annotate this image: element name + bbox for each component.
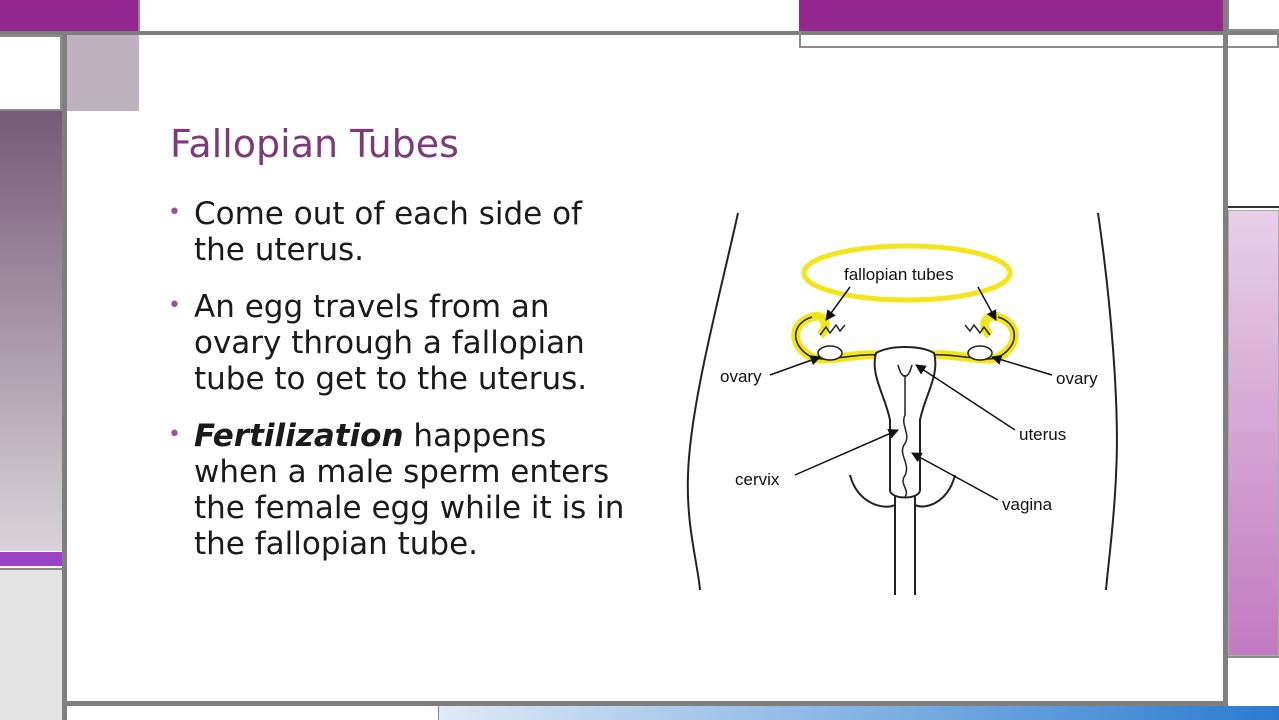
- label-cervix: cervix: [735, 470, 780, 489]
- bullet-list: • Come out of each side of the uterus. • A…: [168, 196, 638, 583]
- slide-title: Fallopian Tubes: [170, 122, 459, 166]
- frame-left-gray-bottom: [0, 568, 62, 720]
- bullet-item: • Come out of each side of the uterus.: [168, 196, 638, 268]
- frame-left-outline-box: [0, 35, 62, 111]
- label-fallopian-tubes: fallopian tubes: [844, 265, 954, 284]
- label-ovary-right: ovary: [1056, 369, 1098, 388]
- frame-bottom-line: [62, 701, 1228, 706]
- frame-top-line: [0, 31, 1279, 35]
- body-outline-left: [686, 212, 739, 591]
- bullet-text: happens when a male sperm enters the fem…: [194, 418, 625, 562]
- frame-left-vertical-line: [62, 35, 67, 720]
- left-ovary: [817, 345, 843, 361]
- bullet-dot: •: [168, 200, 181, 225]
- left-fimbriae: [819, 323, 846, 336]
- vaginal-canal: [894, 495, 916, 595]
- frame-right-bottom-box: [1228, 656, 1279, 720]
- label-ovary-left: ovary: [720, 367, 762, 386]
- frame-top-right-purple: [799, 0, 1223, 31]
- frame-right-gradient-bar: [1228, 210, 1279, 656]
- uterine-cavity: [897, 364, 913, 498]
- right-fimbriae: [964, 323, 991, 336]
- bullet-emphasis: Fertilization: [194, 418, 404, 454]
- bullet-item: • An egg travels from an ovary through a …: [168, 289, 638, 397]
- frame-right-outline-box: [1228, 48, 1279, 208]
- bullet-dot: •: [168, 422, 181, 447]
- right-ovary: [967, 345, 993, 361]
- body-outline-right: [1097, 212, 1118, 591]
- frame-top-outline-mid: [138, 0, 799, 31]
- pelvic-curve-right: [914, 474, 956, 508]
- frame-top-left-purple: [0, 0, 138, 31]
- frame-right-vertical-line: [1223, 0, 1228, 720]
- frame-left-gradient-bar: [0, 111, 62, 551]
- uterus: [873, 346, 937, 499]
- label-vagina: vagina: [1002, 495, 1053, 514]
- anatomy-diagram: fallopian tubes ovary ovary uterus cervi…: [686, 212, 1118, 595]
- bullet-text: An egg travels from an ovary through a f…: [194, 289, 588, 397]
- pelvic-curve: [849, 474, 896, 508]
- frame-top-outline-box: [1227, 0, 1279, 31]
- bullet-item: • Fertilization happens when a male sperm…: [168, 418, 638, 562]
- frame-left-gray-square: [65, 35, 139, 111]
- frame-left-purple-strip: [0, 552, 62, 566]
- frame-top-outline-right: [799, 31, 1279, 48]
- bullet-dot: •: [168, 293, 181, 318]
- frame-bottom-blue-bar: [438, 706, 1279, 720]
- label-uterus: uterus: [1019, 425, 1066, 444]
- fallopian-tubes-highlight: [801, 243, 1013, 303]
- bullet-text: Come out of each side of the uterus.: [194, 196, 582, 268]
